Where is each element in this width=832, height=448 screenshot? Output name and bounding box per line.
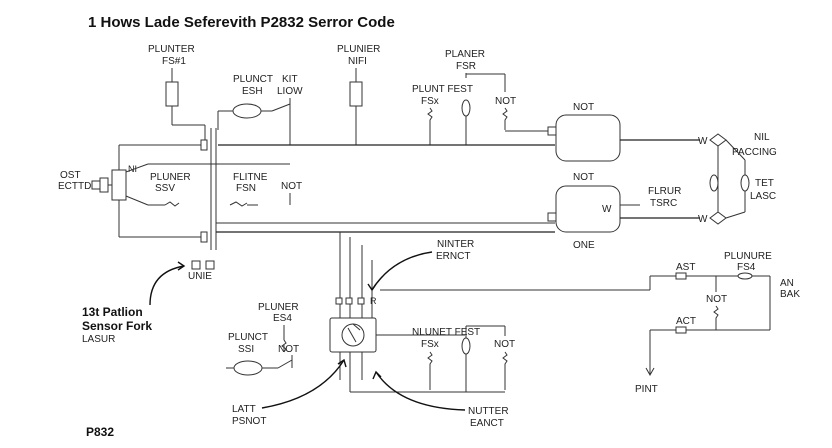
label-plunter-fs: FS#1 [162,56,186,67]
arrowhead-latt [337,358,347,368]
label-plunct-esh: ESH [242,86,263,97]
label-plunter: PLUNTER [148,44,195,55]
label-an: AN [780,278,794,289]
fuse-plunier [349,68,363,145]
connector-block-bottom [200,222,555,243]
right-connectors [709,133,750,225]
label-bak: BAK [780,289,800,300]
label-module-r: R [370,296,377,306]
label-flrur: FLRUR [648,186,681,197]
arrowhead-ninter [367,283,377,292]
label-pluner-mid: PLUNER [150,172,191,183]
label-tsrc: TSRC [650,198,677,209]
central-module: R [329,232,650,393]
arrow-latt [261,359,345,409]
side-title-line2: Sensor Fork [82,319,152,333]
fuses-lower-left [226,325,293,376]
arrowhead-unie [177,261,186,271]
label-not-low2: NOT [494,339,515,350]
label-ectt: ECTTD [58,181,91,192]
side-title-line1: 13t Patlion [82,305,143,319]
label-plunct: PLUNCT [233,74,273,85]
label-plunt-fest: PLUNT FEST [412,84,473,95]
label-one: ONE [573,240,595,251]
fuses-plunt-fest [427,99,550,145]
label-w-box2: W [602,204,612,215]
label-ernct: ERNCT [436,251,470,262]
relay-plunct [217,98,291,145]
label-w-top: W [698,136,708,147]
label-nlunet-fsx: FSx [421,339,439,350]
label-plunct-low-b: SSI [238,344,254,355]
label-ninter: NINTER [437,239,474,250]
label-planer: PLANER [445,49,485,60]
label-lasc: LASC [750,191,776,202]
label-eanct: EANCT [470,418,504,429]
label-pint: PINT [635,384,658,395]
label-paccing: PACCING [732,147,777,158]
label-plunier: PLUNIER [337,44,380,55]
label-kit: KIT [282,74,298,85]
label-act: ACT [676,316,696,327]
label-flitne-fsn: FSN [236,183,256,194]
wires-right-lower [645,272,771,377]
label-psnot: PSNOT [232,416,266,427]
module-not-2 [555,185,621,233]
label-nlunet: NLUNET FEST [412,327,480,338]
label-ni: NI [128,164,137,174]
label-pluner-low-b: ES4 [273,313,292,324]
label-not-top: NOT [495,96,516,107]
label-nutter: NUTTER [468,406,509,417]
connector-box1 [547,126,557,136]
label-plunure: PLUNURE [724,251,772,262]
wire-planer [465,73,506,92]
label-not-right: NOT [706,294,727,305]
label-not-box2: NOT [573,172,594,183]
label-plunier-b: NIFI [348,56,367,67]
fuses-nlunet [427,325,508,393]
connector-ost: NI [91,164,137,208]
label-pluner-low: PLUNER [258,302,299,313]
connector-box2 [547,212,557,222]
arrow-ninter [371,251,433,291]
fuse-plunter [165,68,206,145]
label-pluner-ssv: SSV [155,183,175,194]
label-kit-liow: LIOW [277,86,303,97]
label-tet: TET [755,178,774,189]
footer-code: P832 [86,425,114,439]
label-plunure-fs4: FS4 [737,262,756,273]
arrow-nutter [375,371,466,411]
arrowhead-nutter [372,370,382,380]
arrow-to-unie [149,265,185,306]
side-title-line3: LASUR [82,334,115,345]
switches-mid [164,193,291,207]
label-not-low: NOT [278,344,299,355]
label-ast: AST [676,262,695,273]
module-not-1 [555,114,621,162]
label-plunct-low: PLUNCT [228,332,268,343]
label-not-mid: NOT [281,181,302,192]
label-planer-fsr: FSR [456,61,476,72]
diagram-title: 1 Hows Lade Seferevith P2832 Serror Code [88,14,395,31]
label-w-bottom: W [698,214,708,225]
label-unie: UNIE [188,271,212,282]
connector-block-top [200,128,217,250]
label-not-box1: NOT [573,102,594,113]
label-nil: NIL [754,132,770,143]
label-plunt-fest-fsx: FSx [421,96,439,107]
label-latt: LATT [232,404,256,415]
label-flitne: FLITNE [233,172,268,183]
label-ost: OST [60,170,81,181]
connector-unie [191,260,215,270]
wire-left-trunk [118,144,290,238]
